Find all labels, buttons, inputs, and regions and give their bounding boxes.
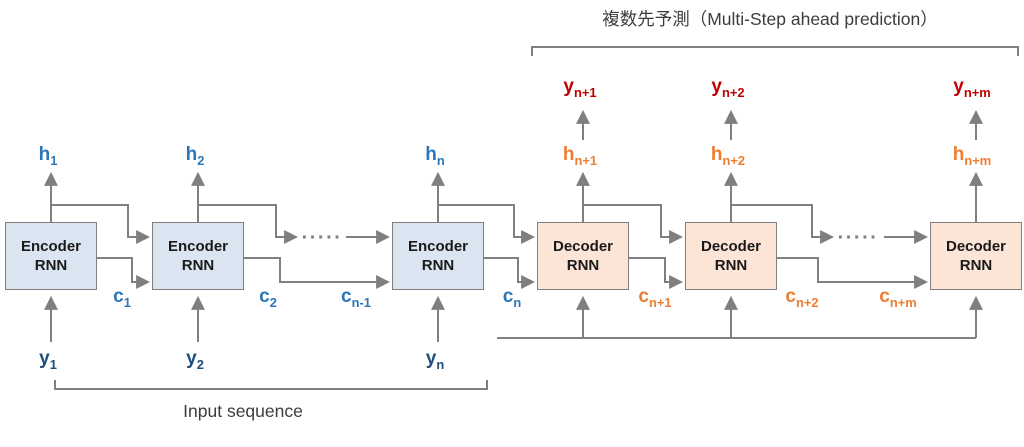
label-h1: h1 bbox=[38, 144, 58, 168]
arrow-cnm-decoder2-to-decoder3 bbox=[777, 257, 929, 289]
label-cnm: cn+m bbox=[879, 286, 917, 310]
decoder-box-label-line2: RNN bbox=[566, 257, 600, 274]
decoder-section-bracket bbox=[531, 46, 1019, 56]
arrow-cn1-decoder1-to-decoder2 bbox=[629, 257, 684, 289]
arrow-hn2-branch-to-gap bbox=[731, 204, 835, 244]
encoder-input-arrows bbox=[44, 295, 445, 342]
upper-state-connectors bbox=[51, 204, 929, 244]
decoder-box-label-line2: RNN bbox=[959, 257, 993, 274]
label-yn: yn bbox=[425, 348, 445, 372]
encoder-box-label-line2: RNN bbox=[421, 257, 455, 274]
decoder-box-label-line1: Decoder bbox=[700, 237, 762, 255]
arrow-hn-branch-to-decoder1 bbox=[438, 204, 536, 244]
label-cn-1: cn-1 bbox=[341, 286, 371, 310]
input-sequence-bracket bbox=[54, 380, 488, 390]
encoder-rnn-box-2: Encoder RNN bbox=[152, 222, 244, 290]
encoder-rnn-box-1: Encoder RNN bbox=[5, 222, 97, 290]
label-y1: y1 bbox=[39, 348, 57, 372]
label-cn: cn bbox=[502, 286, 522, 310]
encoder-hidden-output-arrows bbox=[44, 171, 445, 222]
decoder-ellipsis-dots: ····· bbox=[837, 227, 879, 249]
decoder-rnn-box-2: Decoder RNN bbox=[685, 222, 777, 290]
arrow-hn1-branch-to-decoder2 bbox=[583, 204, 684, 244]
label-yn1: yn+1 bbox=[563, 76, 597, 100]
encoder-box-label-line1: Encoder bbox=[407, 237, 468, 255]
arrow-cn-encoder3-to-decoder1 bbox=[484, 257, 536, 289]
decoder-rnn-box-1: Decoder RNN bbox=[537, 222, 629, 290]
encoder-rnn-box-3: Encoder RNN bbox=[392, 222, 484, 290]
decoder-hidden-output-arrows bbox=[576, 171, 983, 222]
decoder-feedback-loop bbox=[497, 295, 983, 339]
multi-step-title: 複数先予測（Multi-Step ahead prediction） bbox=[602, 9, 938, 29]
decoder-rnn-box-3: Decoder RNN bbox=[930, 222, 1022, 290]
label-c1: c1 bbox=[113, 286, 131, 310]
context-connectors bbox=[97, 257, 929, 289]
label-hn2: hn+2 bbox=[710, 144, 746, 168]
decoder-box-label-line1: Decoder bbox=[945, 237, 1007, 255]
arrow-c1-encoder1-to-encoder2 bbox=[97, 257, 151, 289]
input-sequence-label: Input sequence bbox=[183, 401, 303, 421]
decoder-prediction-arrows bbox=[576, 109, 983, 140]
arrow-cn-1-encoder2-to-encoder3 bbox=[244, 257, 391, 289]
decoder-box-label-line1: Decoder bbox=[552, 237, 614, 255]
encoder-box-label-line2: RNN bbox=[34, 257, 68, 274]
label-hn: hn bbox=[425, 144, 445, 168]
label-cn1: cn+1 bbox=[638, 286, 672, 310]
arrow-h2-branch-to-gap bbox=[198, 204, 299, 244]
label-y2: y2 bbox=[186, 348, 204, 372]
label-h2: h2 bbox=[185, 144, 205, 168]
label-cn2: cn+2 bbox=[785, 286, 819, 310]
label-hn1: hn+1 bbox=[562, 144, 598, 168]
label-ynm: yn+m bbox=[953, 76, 991, 100]
label-yn2: yn+2 bbox=[711, 76, 745, 100]
decoder-box-label-line2: RNN bbox=[714, 257, 748, 274]
label-hnm: hn+m bbox=[952, 144, 992, 168]
encoder-box-label-line1: Encoder bbox=[167, 237, 228, 255]
encoder-box-label-line2: RNN bbox=[181, 257, 215, 274]
label-c2: c2 bbox=[259, 286, 277, 310]
encoder-box-label-line1: Encoder bbox=[20, 237, 81, 255]
arrow-h1-branch-to-encoder2 bbox=[51, 204, 151, 244]
encoder-ellipsis-dots: ····· bbox=[301, 227, 343, 249]
